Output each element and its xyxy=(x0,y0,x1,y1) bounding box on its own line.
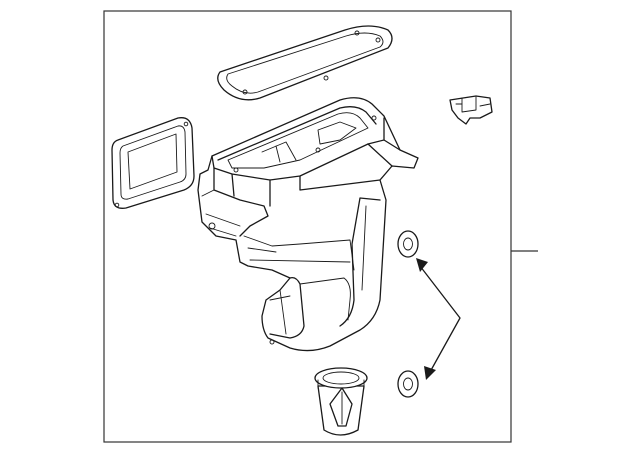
mounting-bracket xyxy=(449,95,493,125)
grommet-lower xyxy=(397,370,419,398)
air-cleaner-housing xyxy=(197,97,419,352)
intake-duct-adapter xyxy=(314,367,368,436)
diagram-frame xyxy=(103,10,512,443)
housing-lid-seal xyxy=(217,25,393,101)
callout-arrows xyxy=(416,258,461,380)
filter-element-seal xyxy=(111,117,195,209)
grommet-upper xyxy=(397,230,419,258)
